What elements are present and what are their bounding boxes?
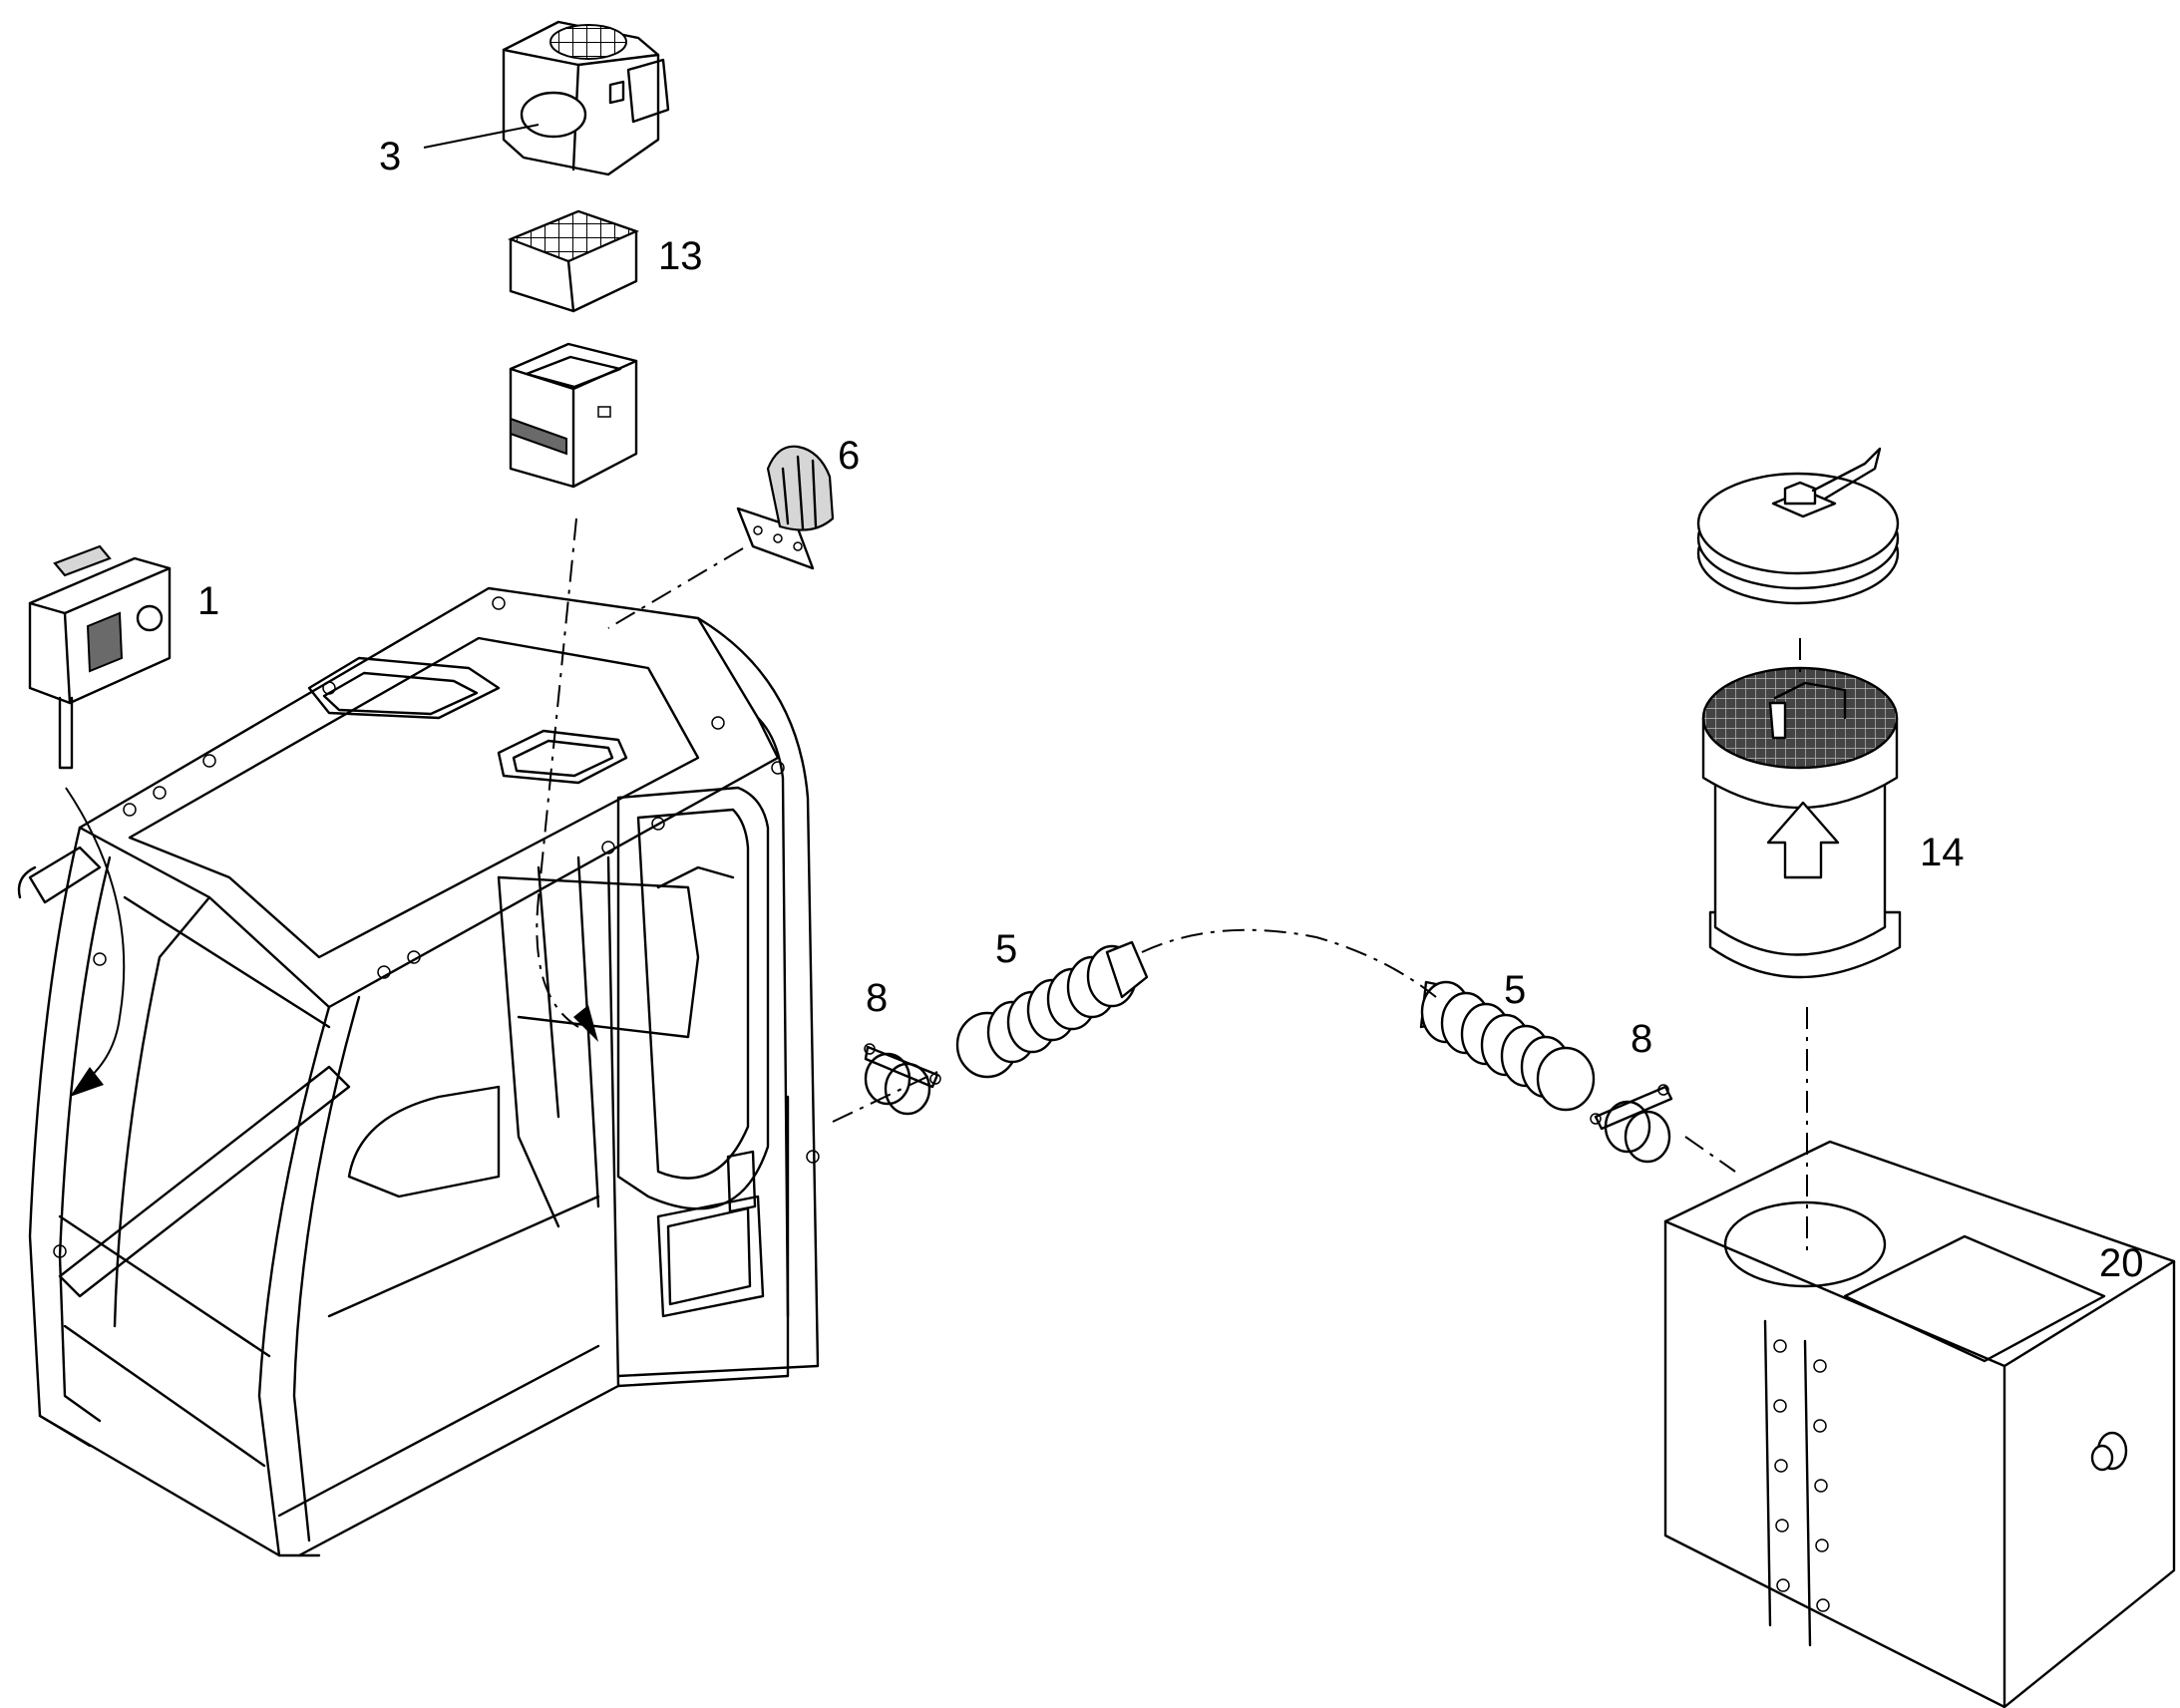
- callout-3: 3: [379, 135, 401, 178]
- hose-clamp-part-8-left: [864, 1043, 941, 1116]
- callout-13: 13: [658, 234, 703, 278]
- assembly-lines: [65, 517, 1808, 1256]
- callout-8-right: 8: [1631, 1017, 1652, 1061]
- beacon-part-6: [736, 445, 835, 570]
- callout-20: 20: [2099, 1241, 2144, 1285]
- filter-base: [509, 342, 638, 489]
- callout-1: 1: [197, 579, 219, 623]
- filter-element-part-13: [508, 209, 640, 313]
- leader-lines: [423, 124, 540, 149]
- callouts: 1 3 13 6 5 8 5 8 14 20: [197, 135, 2144, 1285]
- bellows-hose-part-5-right: [1419, 980, 1596, 1112]
- bellows-hose-part-5-left: [955, 940, 1149, 1079]
- hose-clamp-part-8-right: [1590, 1084, 1673, 1164]
- cab-frame: [17, 586, 820, 1557]
- callout-5-right: 5: [1504, 968, 1526, 1012]
- callout-14: 14: [1920, 831, 1965, 874]
- callout-5-left: 5: [995, 927, 1017, 971]
- control-box-part-1: [28, 544, 172, 770]
- filter-cap: [1696, 447, 1900, 605]
- callout-6: 6: [838, 434, 860, 478]
- filter-housing-part-3: [502, 20, 670, 176]
- box-unit-part-20: [1663, 1140, 2176, 1708]
- cylinder-filter-part-14: [1701, 666, 1902, 979]
- callout-8-left: 8: [866, 976, 888, 1020]
